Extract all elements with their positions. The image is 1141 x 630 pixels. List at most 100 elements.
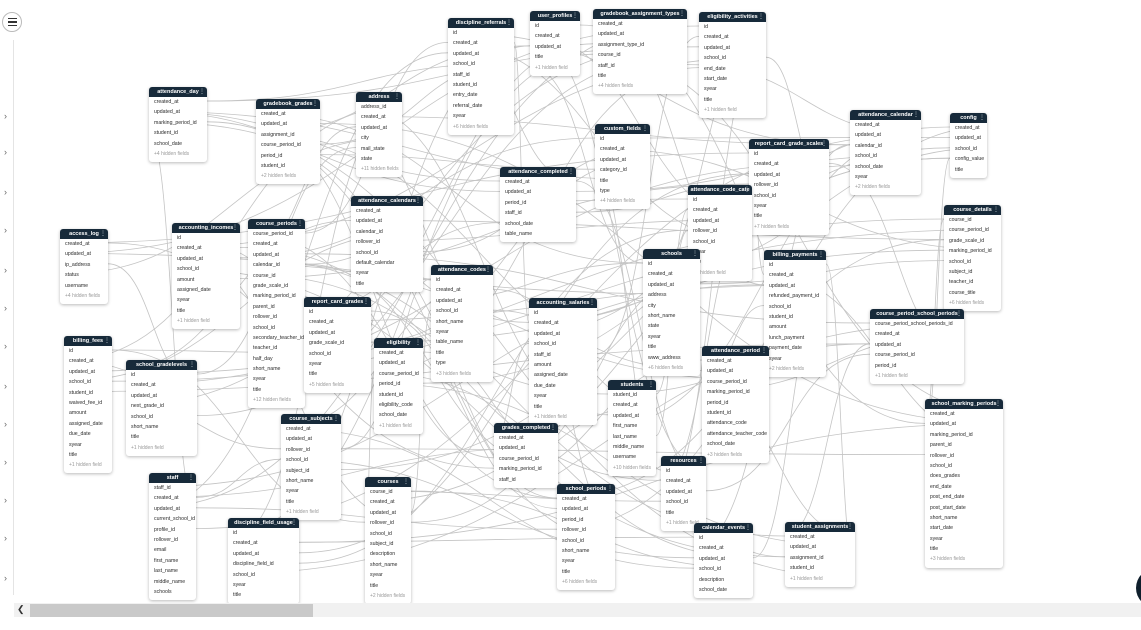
table-field-row[interactable]: period_id (505, 199, 527, 206)
table-field-row[interactable]: student_id (790, 565, 814, 572)
table-header[interactable]: billing_payments⋮ (764, 250, 826, 260)
table-field-row[interactable]: updated_at (790, 544, 816, 551)
table-field-row[interactable]: updated_at (286, 436, 312, 443)
table-field-row[interactable]: state (361, 155, 373, 162)
table-field-row[interactable]: status (65, 272, 79, 279)
table-field-row[interactable]: www_address (648, 354, 681, 361)
table-field-row[interactable]: title (598, 72, 607, 79)
table-field-row[interactable]: updated_at (379, 360, 405, 367)
table-field-row[interactable]: subject_id (949, 268, 973, 275)
table-field-row[interactable]: id (233, 530, 238, 536)
table-options-kebab-icon[interactable]: ⋮ (189, 362, 195, 368)
expand-chevron-right-icon[interactable]: › (4, 573, 7, 583)
table-field-row[interactable]: amount (769, 324, 787, 331)
table-field-row[interactable]: updated_at (562, 506, 588, 513)
hidden-fields-toggle[interactable]: +1 hidden field (704, 107, 737, 114)
table-field-row[interactable]: table_name (505, 230, 533, 237)
table-field-row[interactable]: updated_at (648, 281, 674, 288)
table-options-kebab-icon[interactable]: ⋮ (199, 89, 205, 95)
table-field-row[interactable]: created_at (600, 146, 625, 153)
table-header[interactable]: attendance_calendars⋮ (351, 196, 423, 206)
table-field-row[interactable]: school_id (704, 55, 726, 62)
table-field-row[interactable]: student_id (261, 162, 285, 169)
table-field-row[interactable]: updated_at (65, 251, 91, 258)
table-field-row[interactable]: updated_at (233, 550, 259, 557)
table-field-row[interactable]: id (600, 136, 605, 142)
table-field-row[interactable]: staff_id (505, 210, 522, 217)
table-field-row[interactable]: rollover_id (356, 239, 380, 246)
table-card-course-period-school-periods[interactable]: course_period_school_periods⋮course_peri… (870, 309, 964, 384)
table-field-row[interactable]: created_at (855, 122, 880, 128)
table-field-row[interactable]: id (453, 30, 458, 36)
table-field-row[interactable]: short_name (648, 312, 676, 319)
table-header[interactable]: accounting_salaries⋮ (529, 298, 597, 308)
table-field-row[interactable]: course_period_id (379, 370, 419, 377)
table-field-row[interactable]: updated_at (704, 44, 730, 51)
expand-chevron-right-icon[interactable]: › (4, 381, 7, 391)
table-field-row[interactable]: updated_at (855, 132, 881, 139)
table-field-row[interactable]: rollover_id (562, 527, 586, 534)
table-field-row[interactable]: school_id (769, 303, 791, 310)
table-field-row[interactable]: created_at (69, 358, 94, 365)
table-field-row[interactable]: updated_at (600, 156, 626, 163)
table-field-row[interactable]: id (177, 235, 182, 241)
table-field-row[interactable]: post_start_date (930, 504, 966, 511)
table-field-row[interactable]: created_at (598, 21, 623, 27)
table-field-row[interactable]: updated_at (955, 135, 981, 142)
hidden-fields-toggle[interactable]: +2 hidden fields (370, 592, 406, 599)
table-field-row[interactable]: type (600, 187, 610, 194)
table-field-row[interactable]: syear (754, 202, 767, 209)
table-header[interactable]: course_periods⋮ (248, 219, 305, 229)
table-field-row[interactable]: school_date (855, 163, 883, 170)
table-options-kebab-icon[interactable]: ⋮ (607, 486, 613, 492)
table-field-row[interactable]: updated_at (535, 43, 561, 50)
table-header[interactable]: attendance_day⋮ (149, 87, 207, 97)
table-header[interactable]: discipline_field_usage⋮ (228, 518, 299, 528)
table-field-row[interactable]: parent_id (253, 303, 275, 310)
hidden-fields-toggle[interactable]: +4 hidden fields (65, 292, 101, 299)
table-field-row[interactable]: rollover_id (154, 536, 178, 543)
table-field-row[interactable]: address (648, 292, 667, 299)
hidden-fields-toggle[interactable]: +1 hidden field (379, 422, 412, 429)
table-field-row[interactable]: syear (69, 441, 82, 448)
table-field-row[interactable]: state (648, 323, 660, 330)
table-header[interactable]: attendance_code_cate⋮ (688, 185, 752, 195)
table-field-row[interactable]: start_date (930, 525, 954, 532)
table-field-row[interactable]: school_id (453, 61, 475, 68)
table-field-row[interactable]: marking_period_id (949, 248, 992, 255)
table-field-row[interactable]: school_id (253, 324, 275, 331)
table-field-row[interactable]: updated_at (261, 121, 287, 128)
hidden-fields-toggle[interactable]: +1 hidden field (286, 509, 319, 516)
table-field-row[interactable]: username (613, 454, 637, 461)
table-field-row[interactable]: syear (356, 270, 369, 277)
table-field-row[interactable]: start_date (704, 75, 728, 82)
table-header[interactable]: school_periods⋮ (557, 484, 615, 494)
table-options-kebab-icon[interactable]: ⋮ (291, 520, 297, 526)
hidden-fields-toggle[interactable]: +10 hidden fields (613, 464, 651, 471)
table-field-row[interactable]: title (930, 546, 939, 553)
table-field-row[interactable]: updated_at (875, 341, 901, 348)
table-field-row[interactable]: middle_name (154, 578, 186, 585)
table-field-row[interactable]: period_id (875, 362, 897, 369)
expand-chevron-right-icon[interactable]: › (4, 225, 7, 235)
table-field-row[interactable]: address_id (361, 104, 387, 110)
table-field-row[interactable]: ip_address (65, 261, 91, 268)
table-field-row[interactable]: end_date (704, 65, 726, 72)
table-field-row[interactable]: school_date (379, 412, 407, 419)
table-field-row[interactable]: updated_at (154, 505, 180, 512)
table-field-row[interactable]: end_date (930, 483, 952, 490)
table-field-row[interactable]: created_at (535, 33, 560, 40)
table-field-row[interactable]: id (436, 277, 441, 283)
table-field-row[interactable]: assigned_date (177, 286, 211, 293)
table-options-kebab-icon[interactable]: ⋮ (506, 20, 512, 26)
table-field-row[interactable]: due_date (69, 431, 91, 438)
table-field-row[interactable]: amount (69, 410, 87, 417)
table-field-row[interactable]: description (699, 576, 725, 583)
